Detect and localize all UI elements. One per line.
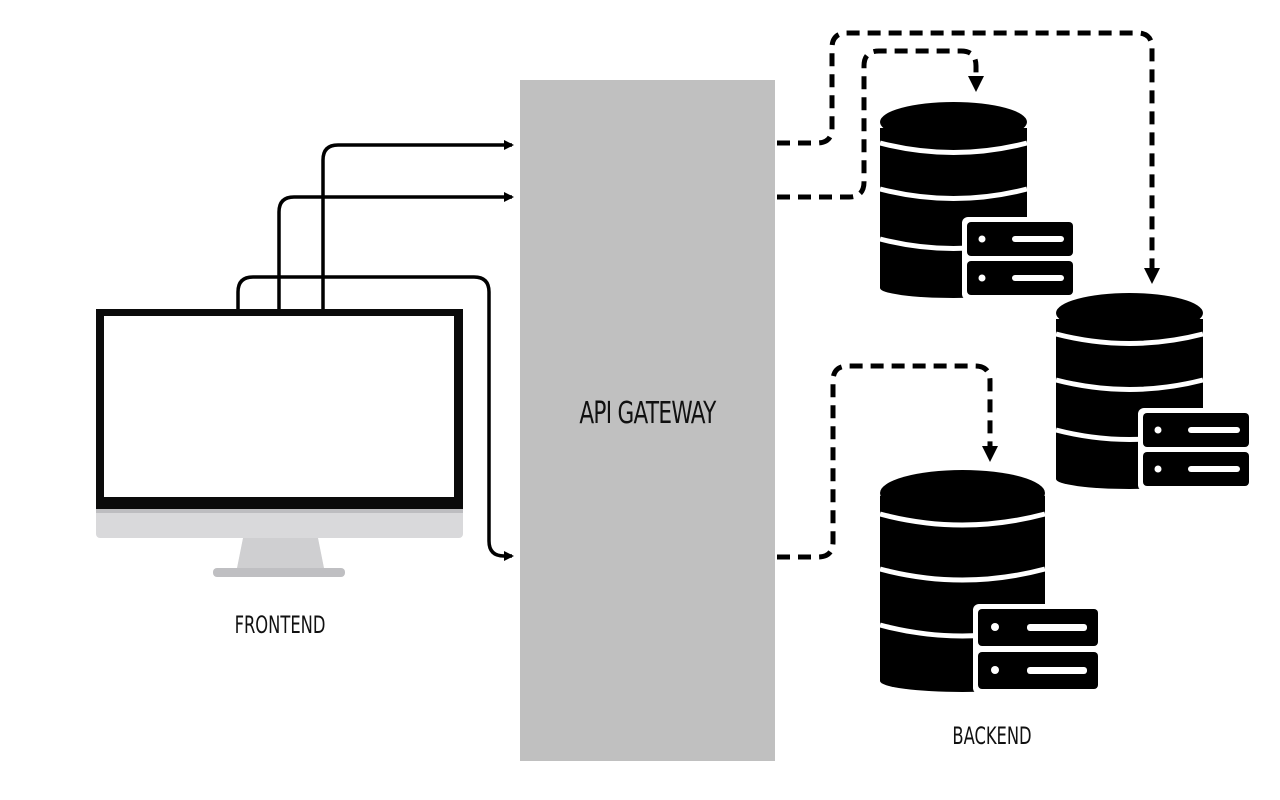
- backend-connections: [777, 30, 1160, 560]
- frontend-arrow-bottom: [236, 275, 514, 561]
- database-server-icon: [879, 470, 1101, 694]
- api-gateway-box: [520, 80, 775, 761]
- backend-arrow-db-3: [777, 363, 998, 560]
- backend-label: BACKEND: [952, 722, 1032, 750]
- frontend-arrow-top: [321, 140, 514, 310]
- desktop-monitor-icon: [96, 309, 463, 577]
- monitor-stand: [237, 538, 324, 568]
- monitor-base: [213, 568, 345, 577]
- monitor-screen: [104, 316, 454, 497]
- database-server-icon: [1055, 293, 1252, 491]
- frontend-connections: [236, 140, 514, 561]
- database-server-icon: [879, 102, 1076, 300]
- api-gateway-label: API GATEWAY: [579, 396, 716, 431]
- backend-arrow-db-2: [777, 30, 1160, 284]
- monitor-chin: [96, 509, 463, 538]
- frontend-label: FRONTEND: [234, 611, 326, 639]
- frontend-arrow-middle: [277, 192, 514, 310]
